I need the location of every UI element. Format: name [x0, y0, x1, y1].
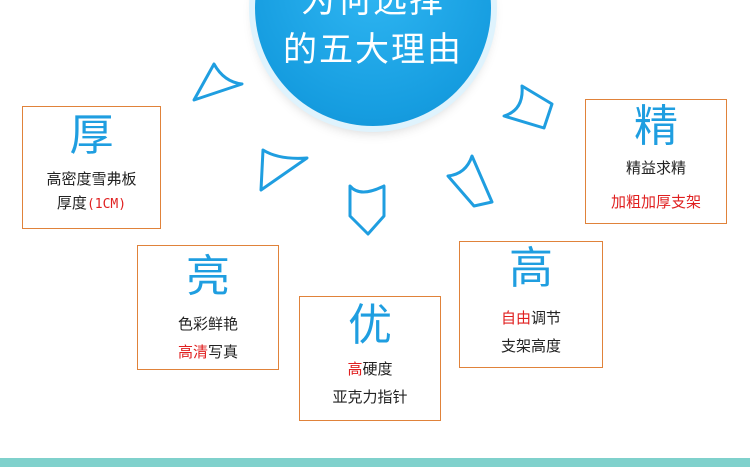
card-hou-line2: 厚度(1CM): [23, 191, 160, 217]
card-liang-line2-main: 写真: [208, 343, 239, 361]
card-gao-line1-main: 调节: [531, 309, 562, 327]
card-gao-line2: 支架高度: [500, 337, 561, 355]
card-liang-line2: 高清写真: [138, 340, 278, 364]
card-you-line2: 亚克力指针: [332, 388, 408, 406]
card-you: 优 高硬度 亚克力指针: [299, 296, 441, 421]
card-jing-char: 精: [634, 101, 678, 152]
card-gao-line1: 自由调节: [460, 306, 602, 330]
bottom-bar: [0, 458, 750, 467]
title-circle-main-text: 的五大理由: [283, 30, 463, 70]
card-you-line1-main: 硬度: [362, 360, 393, 378]
arrow-icon-left-upper: [192, 62, 244, 102]
card-jing: 精 精益求精 加粗加厚支架: [585, 99, 727, 224]
title-circle: 为何选择 的五大理由: [255, 0, 491, 126]
card-jing-line1: 精益求精: [625, 159, 686, 177]
card-liang-line2-red: 高清: [177, 343, 208, 361]
arrow-icon-right-upper: [502, 84, 554, 130]
card-hou-line2-main: 厚度: [56, 194, 87, 212]
card-liang: 亮 色彩鲜艳 高清写真: [137, 245, 279, 370]
card-gao: 高 自由调节 支架高度: [459, 241, 603, 368]
card-gao-line1-red: 自由: [500, 309, 531, 327]
card-gao-char: 高: [509, 243, 553, 294]
card-you-line1-red: 高: [347, 360, 363, 378]
card-hou-char: 厚: [69, 110, 114, 161]
arrow-icon-left-lower: [259, 148, 309, 192]
arrow-icon-center: [348, 184, 386, 236]
card-hou-line2-red: (1CM): [86, 197, 127, 212]
card-liang-char: 亮: [186, 251, 230, 302]
card-you-char: 优: [348, 300, 392, 351]
card-you-line1: 高硬度: [300, 357, 440, 381]
card-jing-line2: 加粗加厚支架: [610, 193, 701, 211]
card-hou: 厚 高密度雪弗板 厚度(1CM): [22, 106, 161, 229]
card-liang-line1: 色彩鲜艳: [177, 315, 238, 333]
card-hou-line1: 高密度雪弗板: [46, 170, 137, 188]
arrow-icon-right-lower: [446, 154, 494, 208]
title-circle-top-text: 为何选择: [301, 0, 445, 21]
